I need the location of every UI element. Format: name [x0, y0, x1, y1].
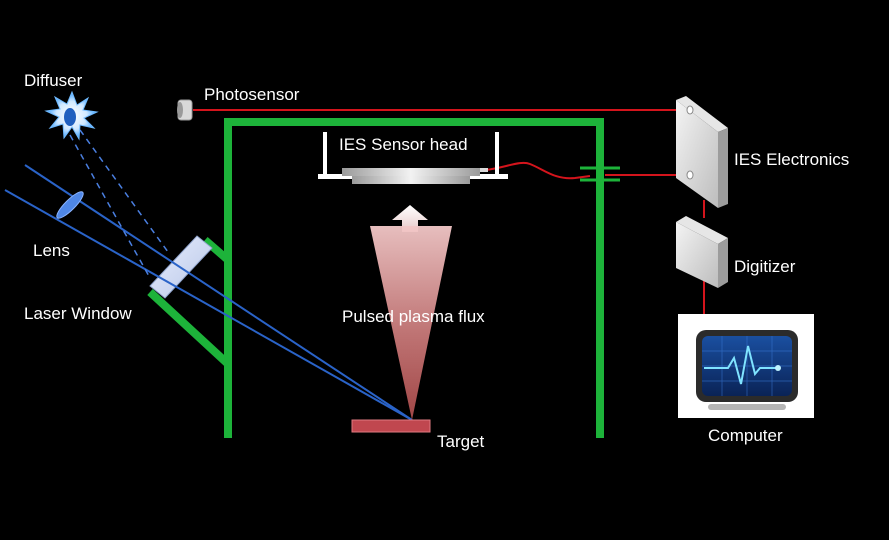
target-label: Target: [437, 432, 485, 451]
pulsed-plasma-flux-label: Pulsed plasma flux: [342, 307, 485, 326]
vacuum-chamber: [147, 118, 604, 438]
ies-electronics-box: [676, 96, 728, 208]
monitor-heartbeat-icon: [678, 314, 814, 418]
feedthrough: [580, 166, 620, 182]
ies-sensor-head-label: IES Sensor head: [339, 135, 468, 154]
laser-beams: [4, 164, 413, 421]
ies-sensor-head: [318, 132, 508, 184]
starburst-icon: [44, 90, 99, 141]
photosensor-icon: [177, 99, 193, 121]
target: [351, 419, 431, 433]
ies-electronics-label: IES Electronics: [734, 150, 849, 169]
photosensor-label: Photosensor: [204, 85, 300, 104]
diffuser-label: Diffuser: [24, 71, 83, 90]
plasma-plume: [370, 226, 452, 420]
signal-wires: [193, 109, 705, 323]
laser-window-label: Laser Window: [24, 304, 132, 323]
lens-icon: [56, 191, 84, 219]
digitizer-box: [676, 216, 728, 288]
scatter-dashed-lines: [69, 129, 169, 279]
flux-arrow-icon: [392, 205, 428, 232]
computer-label: Computer: [708, 426, 783, 445]
digitizer-label: Digitizer: [734, 257, 796, 276]
lens-label: Lens: [33, 241, 70, 260]
